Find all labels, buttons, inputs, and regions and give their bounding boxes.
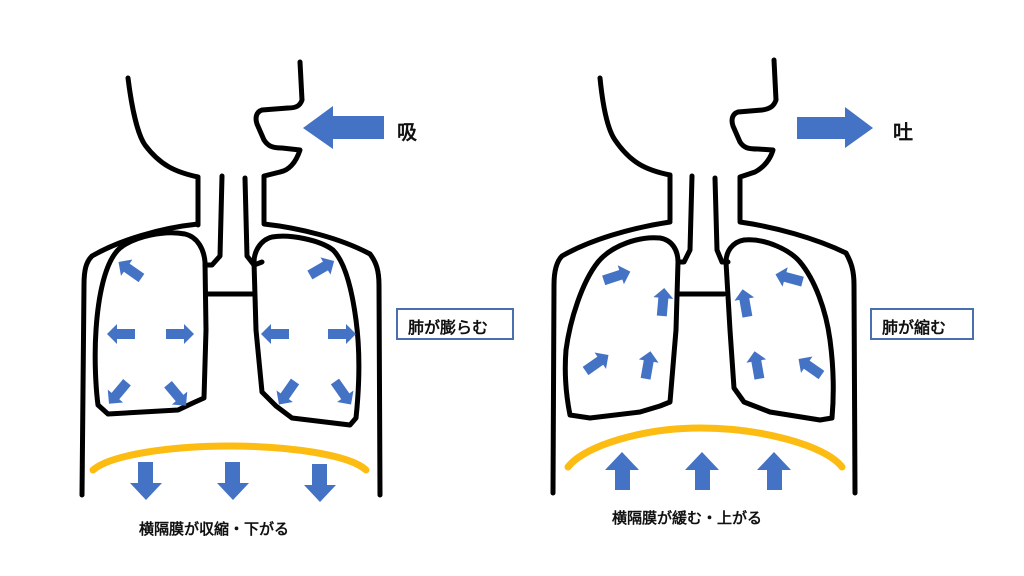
exhale-panel: [550, 57, 873, 496]
trachea: [202, 173, 265, 268]
arrow-icon: [326, 375, 360, 411]
diaphragm-down-arrows: [130, 462, 336, 502]
arrow-icon: [328, 324, 356, 344]
diaphragm-contract-caption: 横隔膜が収縮・下がる: [139, 520, 290, 538]
diaphragm: [89, 442, 370, 474]
arrow-icon: [101, 375, 135, 411]
trachea: [675, 173, 731, 265]
arrow-icon: [304, 252, 340, 284]
torso-outline-right: [261, 221, 383, 498]
face-outline: [729, 57, 779, 223]
arrow-icon: [635, 349, 661, 381]
left-lung: [562, 235, 681, 421]
arrow-icon: [744, 349, 770, 381]
arrow-up-icon: [605, 452, 639, 490]
lung-contract-label: 肺が縮む: [870, 308, 974, 340]
right-lung: [723, 237, 836, 423]
arrow-down-icon: [130, 462, 162, 500]
inhale-arrow-icon: [303, 106, 384, 149]
inhale-label: 吸: [397, 120, 417, 144]
arrow-up-icon: [685, 452, 719, 490]
arrow-icon: [579, 346, 615, 380]
exhale-label: 吐: [893, 120, 913, 144]
diaphragm-up-arrows: [605, 452, 791, 490]
diaphragm: [564, 424, 846, 471]
diaphragm-relax-caption: 横隔膜が緩む・上がる: [612, 509, 763, 527]
left-lung: [92, 230, 209, 417]
arrow-icon: [600, 262, 634, 290]
arrow-icon: [107, 324, 135, 344]
lung-expand-arrows: [101, 252, 360, 413]
torso-outline-right: [737, 219, 858, 496]
arrow-icon: [651, 287, 675, 317]
face-outline: [253, 59, 305, 225]
arrow-icon: [112, 253, 148, 287]
torso-outline-left: [79, 221, 201, 498]
arrow-down-icon: [217, 462, 249, 500]
lung-contract-arrows: [579, 262, 828, 384]
arrow-icon: [772, 264, 806, 292]
right-lung: [251, 233, 362, 428]
arrow-icon: [792, 350, 828, 384]
head-outline: [597, 75, 673, 223]
head-outline: [125, 75, 201, 228]
inhale-panel: [79, 59, 384, 502]
exhale-arrow-icon: [797, 107, 873, 148]
arrow-icon: [261, 324, 289, 344]
lung-expand-label: 肺が膨らむ: [396, 308, 514, 340]
arrow-icon: [732, 287, 758, 319]
arrow-icon: [166, 324, 194, 344]
arrow-down-icon: [304, 464, 336, 502]
torso-outline-left: [550, 219, 673, 496]
arrow-up-icon: [757, 452, 791, 490]
